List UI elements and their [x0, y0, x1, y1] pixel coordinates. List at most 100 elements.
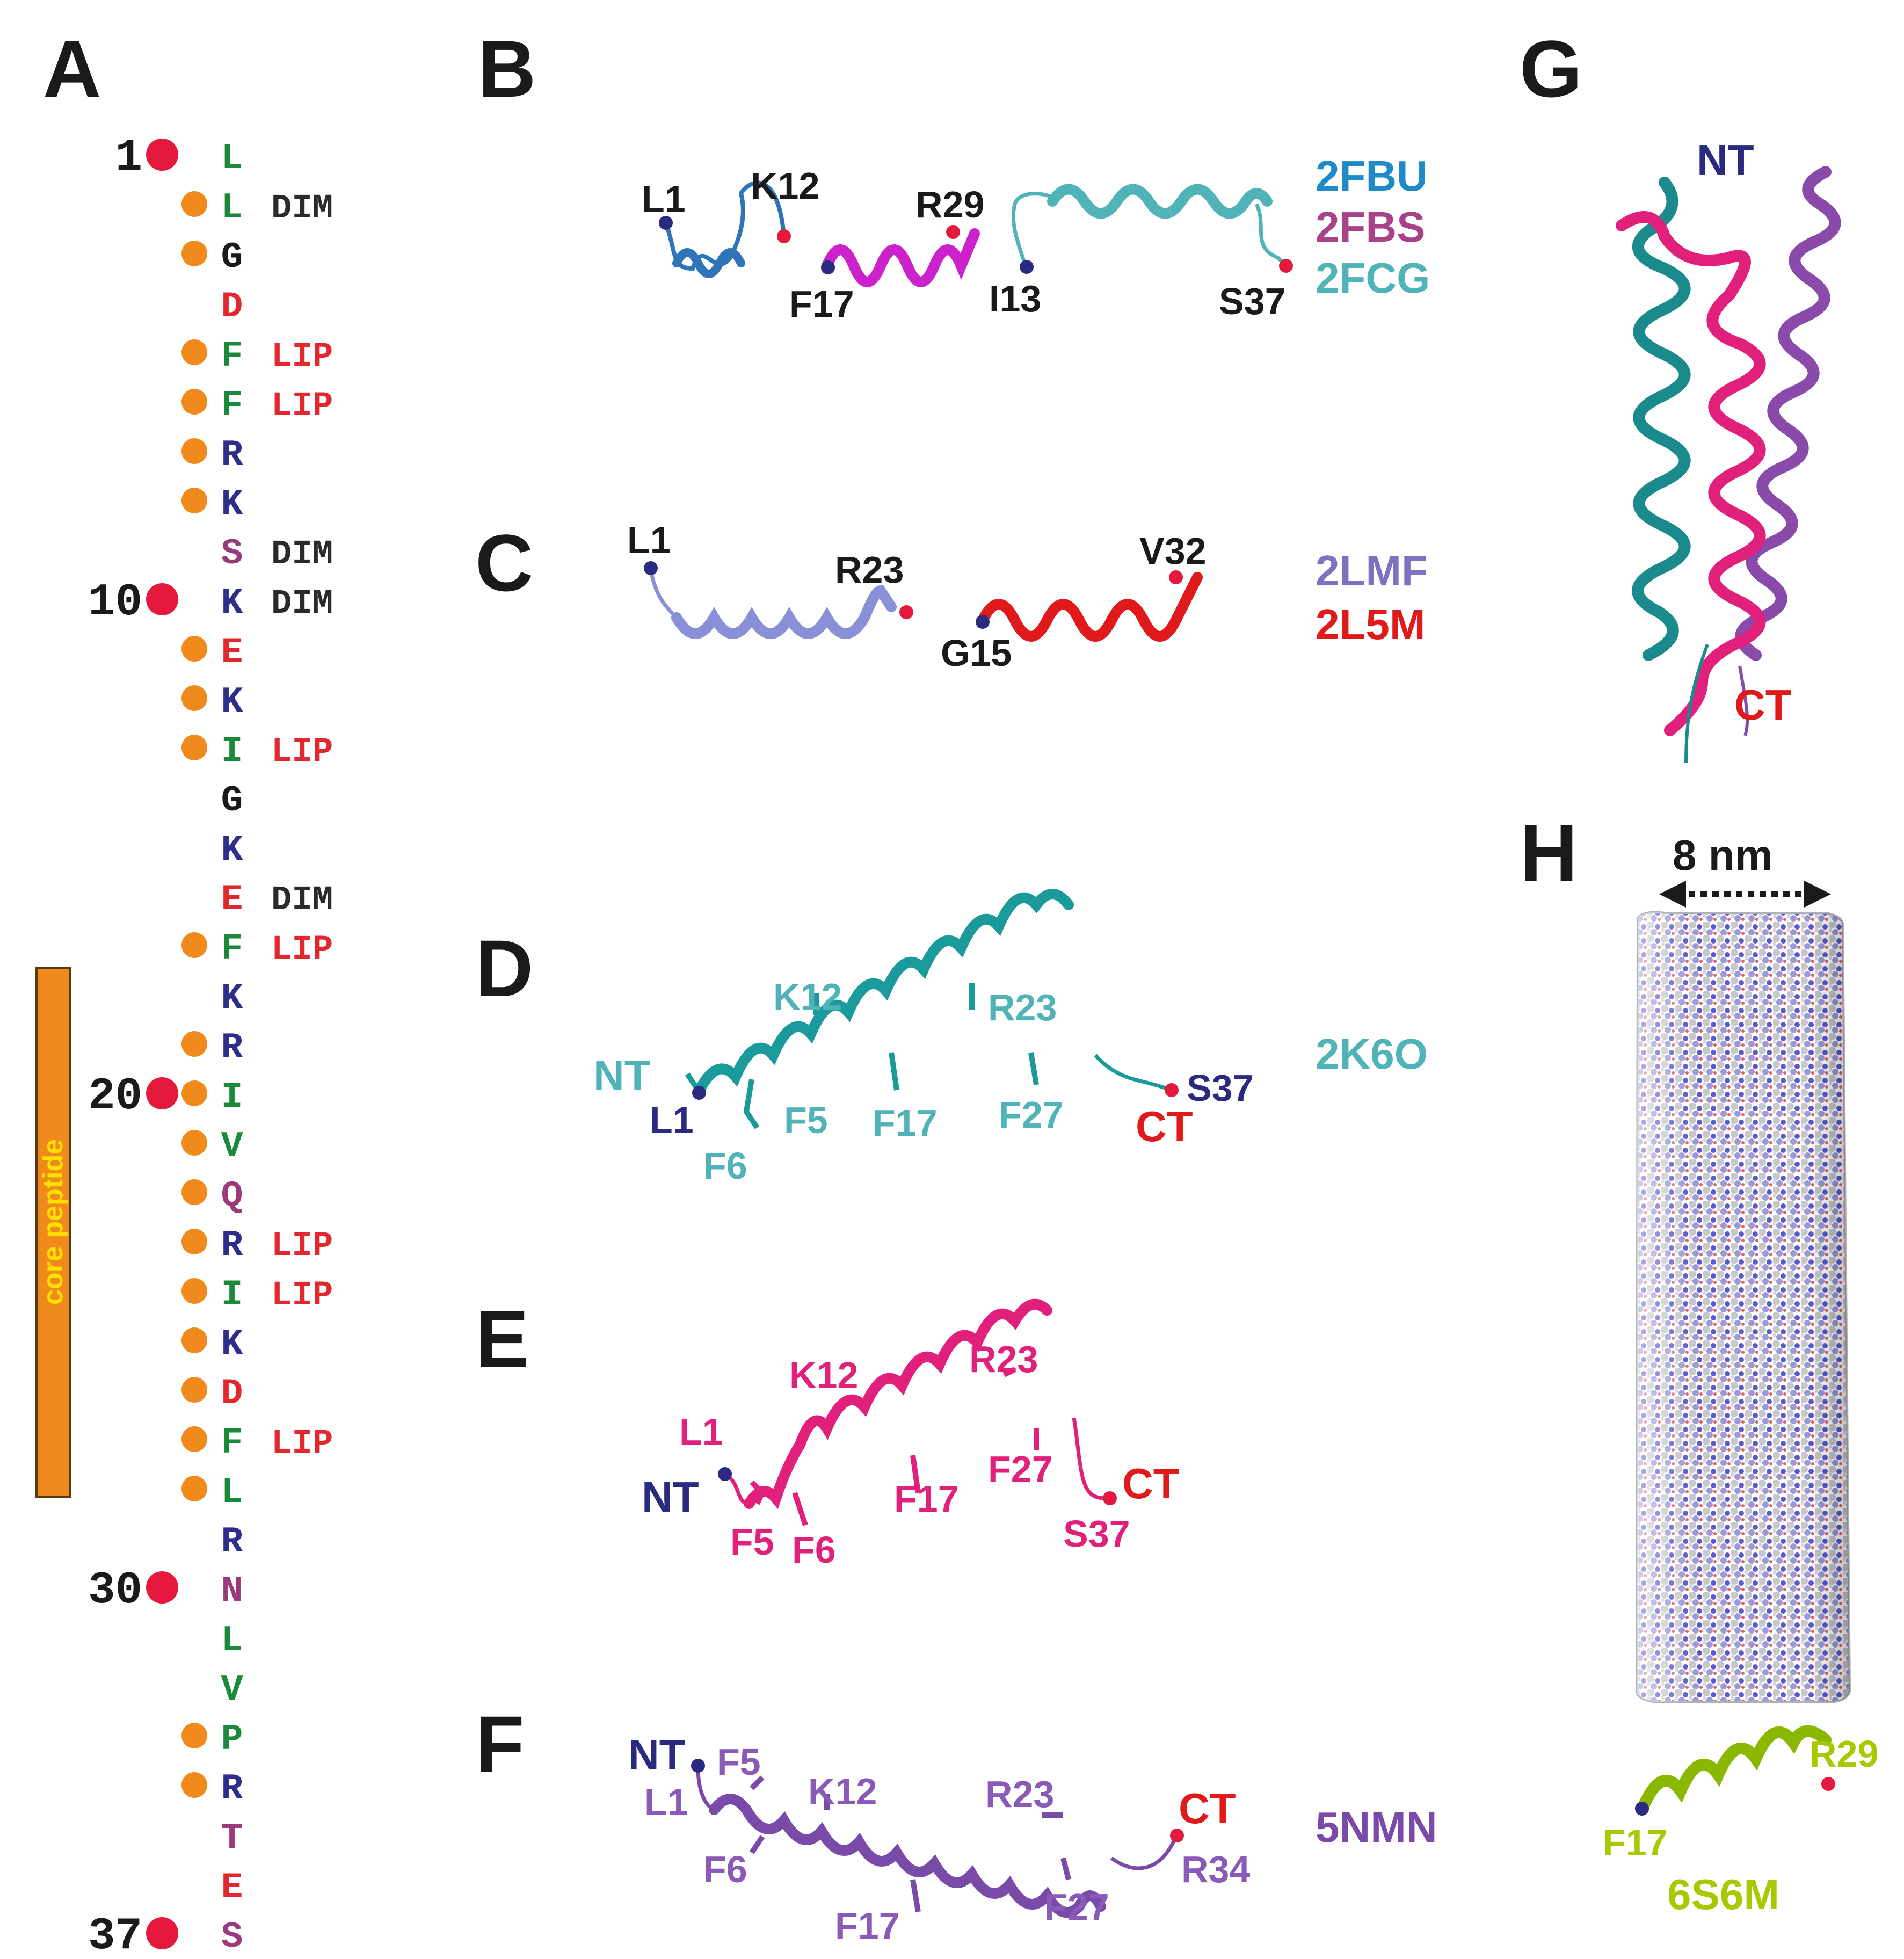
structure-5nmn — [691, 1759, 1184, 1918]
label-f-r23: R23 — [985, 1773, 1054, 1815]
residue-letter: K — [221, 978, 243, 1019]
residue-letter: N — [221, 1571, 243, 1612]
core-peptide-label: core peptide — [38, 1139, 69, 1305]
panel-label-c: C — [475, 518, 533, 608]
orange-marker — [181, 241, 207, 266]
position-marker — [146, 139, 178, 171]
residue-letter: T — [221, 1818, 243, 1859]
label-f-f17: F17 — [835, 1905, 900, 1947]
label-h-f17: F17 — [1603, 1822, 1668, 1863]
width-label: 8 nm — [1673, 831, 1773, 879]
residue-letter: K — [221, 830, 243, 871]
structure-2fbu — [659, 180, 791, 278]
label-c-g15: G15 — [941, 632, 1012, 674]
pdb-6s6m: 6S6M — [1667, 1870, 1779, 1918]
residue-letter: P — [221, 1719, 243, 1760]
residue-letter: L — [221, 1620, 243, 1661]
label-h-r29: R29 — [1809, 1733, 1878, 1775]
position-marker — [146, 1917, 178, 1949]
residue-letter: K — [221, 1324, 243, 1365]
residue-letter: K — [221, 583, 243, 624]
orange-marker — [181, 685, 207, 711]
panel-label-b: B — [478, 24, 536, 114]
structure-2fcg — [1011, 184, 1293, 274]
orange-marker — [181, 438, 207, 464]
label-f-f27: F27 — [1044, 1886, 1109, 1928]
label-d-r23: R23 — [988, 986, 1057, 1028]
residue-letter: I — [221, 1274, 243, 1316]
residue-letter: E — [221, 632, 243, 673]
fibril-tube — [1635, 911, 1851, 1703]
orange-marker — [181, 1080, 207, 1106]
orange-marker — [181, 932, 207, 958]
structure-2fbs — [821, 225, 980, 287]
label-b-k12: K12 — [751, 165, 819, 207]
residue-letter: E — [221, 1867, 243, 1909]
residue-letter: I — [221, 731, 243, 772]
residue-letter: F — [221, 1423, 243, 1464]
pdb-2lmf: 2LMF — [1316, 547, 1428, 594]
orange-marker — [181, 1476, 207, 1501]
label-b-r29: R29 — [915, 184, 984, 226]
structure-e — [718, 1298, 1117, 1526]
label-d-f5: F5 — [784, 1099, 828, 1141]
residue-letter: R — [221, 1027, 243, 1069]
panel-label-f: F — [475, 1699, 525, 1789]
superposition-structure — [1616, 166, 1841, 763]
residue-letter: V — [221, 1126, 243, 1167]
dim-tag: DIM — [271, 585, 333, 623]
pdb-2l5m: 2L5M — [1316, 600, 1426, 648]
lip-tag: LIP — [271, 387, 333, 426]
residue-letter: S — [221, 533, 243, 575]
label-e-k12: K12 — [789, 1354, 858, 1396]
label-d-f27: F27 — [999, 1094, 1064, 1136]
lip-tag: LIP — [271, 931, 333, 969]
residue-letter: S — [221, 1917, 243, 1958]
position-number: 37 — [88, 1911, 142, 1959]
label-e-f6: F6 — [792, 1529, 836, 1571]
label-e-f17: F17 — [894, 1478, 959, 1520]
width-arrow — [1659, 881, 1831, 908]
residue-letter: R — [221, 1768, 243, 1810]
residue-letter: L — [221, 138, 243, 179]
label-f-f6: F6 — [703, 1848, 747, 1890]
label-b-i13: I13 — [989, 278, 1041, 320]
label-e-f5: F5 — [730, 1521, 774, 1563]
orange-marker — [181, 1031, 207, 1057]
label-f-f5: F5 — [717, 1741, 761, 1783]
orange-marker — [181, 1426, 207, 1452]
position-marker — [146, 583, 178, 615]
pdb-2fbu: 2FBU — [1316, 152, 1428, 200]
position-marker — [146, 1077, 178, 1109]
orange-marker — [181, 1179, 207, 1205]
label-g-ct: CT — [1734, 681, 1792, 729]
orange-marker — [181, 735, 207, 760]
label-d-nt: NT — [593, 1051, 651, 1099]
label-d-l1: L1 — [650, 1099, 694, 1141]
structure-2k6o — [685, 889, 1179, 1129]
label-e-r23: R23 — [969, 1338, 1038, 1380]
structure-2lmf — [644, 561, 913, 639]
label-b-s37: S37 — [1219, 280, 1286, 322]
dim-tag: DIM — [271, 535, 333, 574]
dim-tag: DIM — [271, 190, 333, 228]
panel-label-g: G — [1520, 24, 1582, 114]
structure-6s6m — [1635, 1725, 1835, 1816]
residue-letter: K — [221, 484, 243, 525]
orange-marker — [181, 191, 207, 217]
label-f-nt: NT — [628, 1731, 686, 1779]
panel-label-h: H — [1520, 808, 1578, 898]
orange-marker — [181, 1377, 207, 1403]
dim-tag: DIM — [271, 881, 333, 920]
orange-marker — [181, 488, 207, 513]
label-c-l1: L1 — [627, 519, 671, 561]
label-b-l1: L1 — [642, 178, 686, 220]
pdb-2fcg: 2FCG — [1316, 254, 1430, 302]
residue-letter: L — [221, 1472, 243, 1513]
lip-tag: LIP — [271, 733, 333, 772]
label-d-f6: F6 — [703, 1145, 747, 1187]
pdb-5nmn: 5NMN — [1316, 1803, 1437, 1851]
residue-letter: L — [221, 187, 243, 229]
label-f-ct: CT — [1179, 1784, 1236, 1832]
residue-letter: D — [221, 1373, 243, 1414]
